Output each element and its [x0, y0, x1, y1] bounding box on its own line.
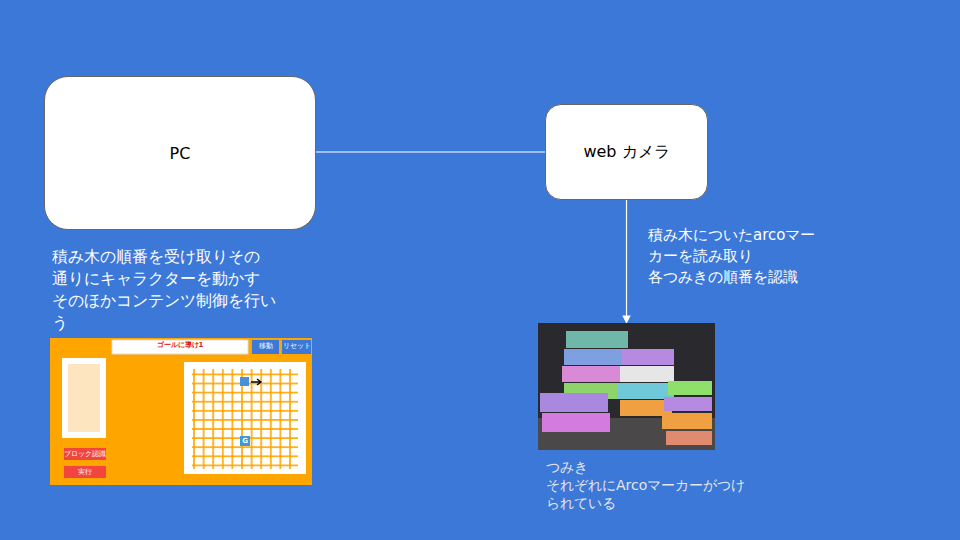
button-label: 実行: [64, 469, 106, 476]
block-panel: [62, 358, 106, 438]
goal-cell: [240, 436, 250, 446]
run-button: [64, 466, 106, 478]
camera-description: 積み木についたarcoマー カーを読み取り 各つみきの順番を認識: [648, 225, 848, 288]
goal-mark: G: [240, 438, 250, 445]
blocks-photo-image: [538, 323, 715, 450]
toy-block: [564, 349, 628, 365]
title-bar: [112, 340, 248, 354]
button-label: ブロック認識: [64, 451, 106, 458]
blocks-photo: つみきそれぞれにArcoマーカーがつけ られている: [538, 323, 778, 512]
toy-block: [618, 383, 674, 399]
board-grid: [192, 369, 298, 469]
toy-block: [542, 413, 610, 432]
character: [240, 377, 249, 386]
move-button: [252, 340, 279, 354]
toy-block: [662, 413, 712, 429]
toy-block: [620, 366, 674, 382]
block-panel-inner: [68, 364, 100, 432]
toy-block: [622, 349, 674, 365]
game-screenshot: [50, 338, 312, 485]
toy-block: [566, 331, 628, 348]
connector: [626, 200, 627, 323]
reset-button: [282, 340, 311, 354]
camera-box: web カメラ: [545, 104, 708, 200]
direction-arrow: [251, 379, 261, 385]
pc-box: PC: [44, 76, 316, 230]
board-frame: [184, 362, 306, 474]
box-label: PC: [170, 144, 191, 163]
game-title: ゴールに導け1: [112, 342, 248, 349]
connector: [316, 151, 545, 152]
toy-block: [562, 366, 628, 382]
button-label: リセット: [282, 343, 311, 350]
photo-caption: それぞれにArcoマーカーがつけ られている: [546, 476, 761, 512]
toy-block: [664, 397, 712, 411]
toy-block: [540, 393, 608, 412]
box-label: web カメラ: [583, 142, 669, 163]
button-label: 移動: [252, 343, 279, 350]
toy-block: [668, 381, 712, 395]
pc-description: 積み木の順番を受け取りその 通りにキャラクターを動かす そのほかコンテンツ制御を…: [52, 246, 288, 334]
toy-block: [666, 431, 712, 445]
photo-caption: つみき: [546, 458, 761, 476]
recognize-button: [64, 448, 106, 460]
screen-ground: [50, 338, 312, 485]
toy-block: [538, 323, 715, 450]
